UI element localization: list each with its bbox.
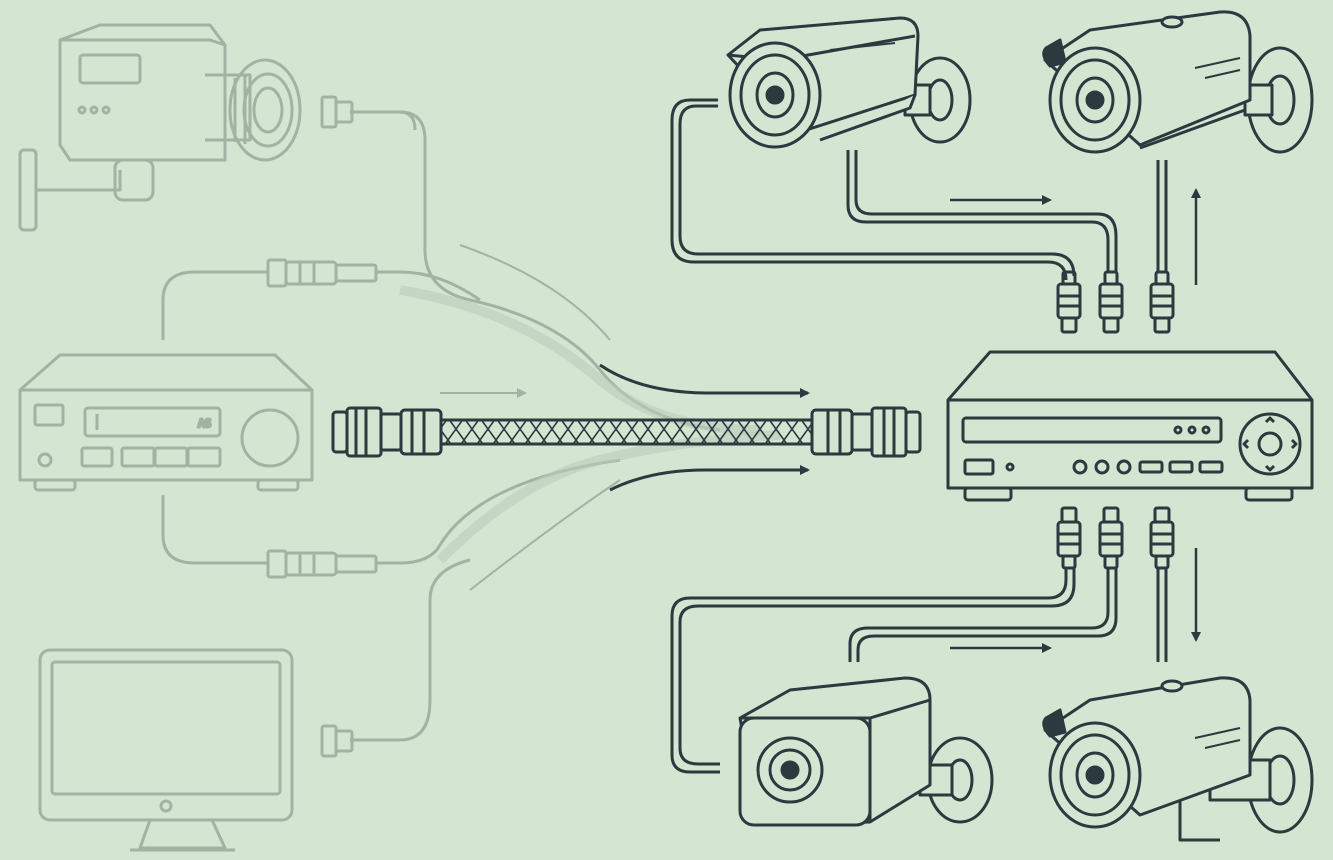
- bnc-connector-icon: [1149, 270, 1175, 334]
- bnc-plug-right-icon: [810, 406, 922, 458]
- flow-arrows: [599, 363, 810, 492]
- vcr-display-text: AS: [198, 417, 211, 430]
- bullet-camera-1-icon: [726, 16, 972, 149]
- bnc-connector-icon: [1098, 506, 1124, 570]
- bnc-coaxial-cable: [331, 406, 922, 458]
- box-camera-icon: [738, 676, 994, 827]
- legacy-camera-icon: [18, 23, 302, 232]
- bnc-connector-icon: [1149, 506, 1175, 570]
- dvr-bottom-connectors: [1056, 506, 1175, 570]
- bnc-connector-icon: [1056, 270, 1082, 334]
- legacy-vcr-recorder-icon: AS: [18, 353, 314, 492]
- bnc-connector-icon: [1098, 270, 1124, 334]
- bnc-connector-icon: [1056, 506, 1082, 570]
- bullet-camera-3-icon: [1042, 676, 1314, 842]
- bullet-camera-2-icon: [1042, 10, 1314, 154]
- dvr-top-connectors: [1056, 270, 1175, 334]
- direction-arrows: [950, 188, 1201, 653]
- bnc-plug-left-icon: [331, 406, 443, 458]
- dvr-recorder-icon: [946, 350, 1314, 502]
- legacy-monitor-icon: [38, 648, 294, 852]
- camera-cables: [670, 98, 1168, 774]
- legacy-connectors: [266, 95, 378, 758]
